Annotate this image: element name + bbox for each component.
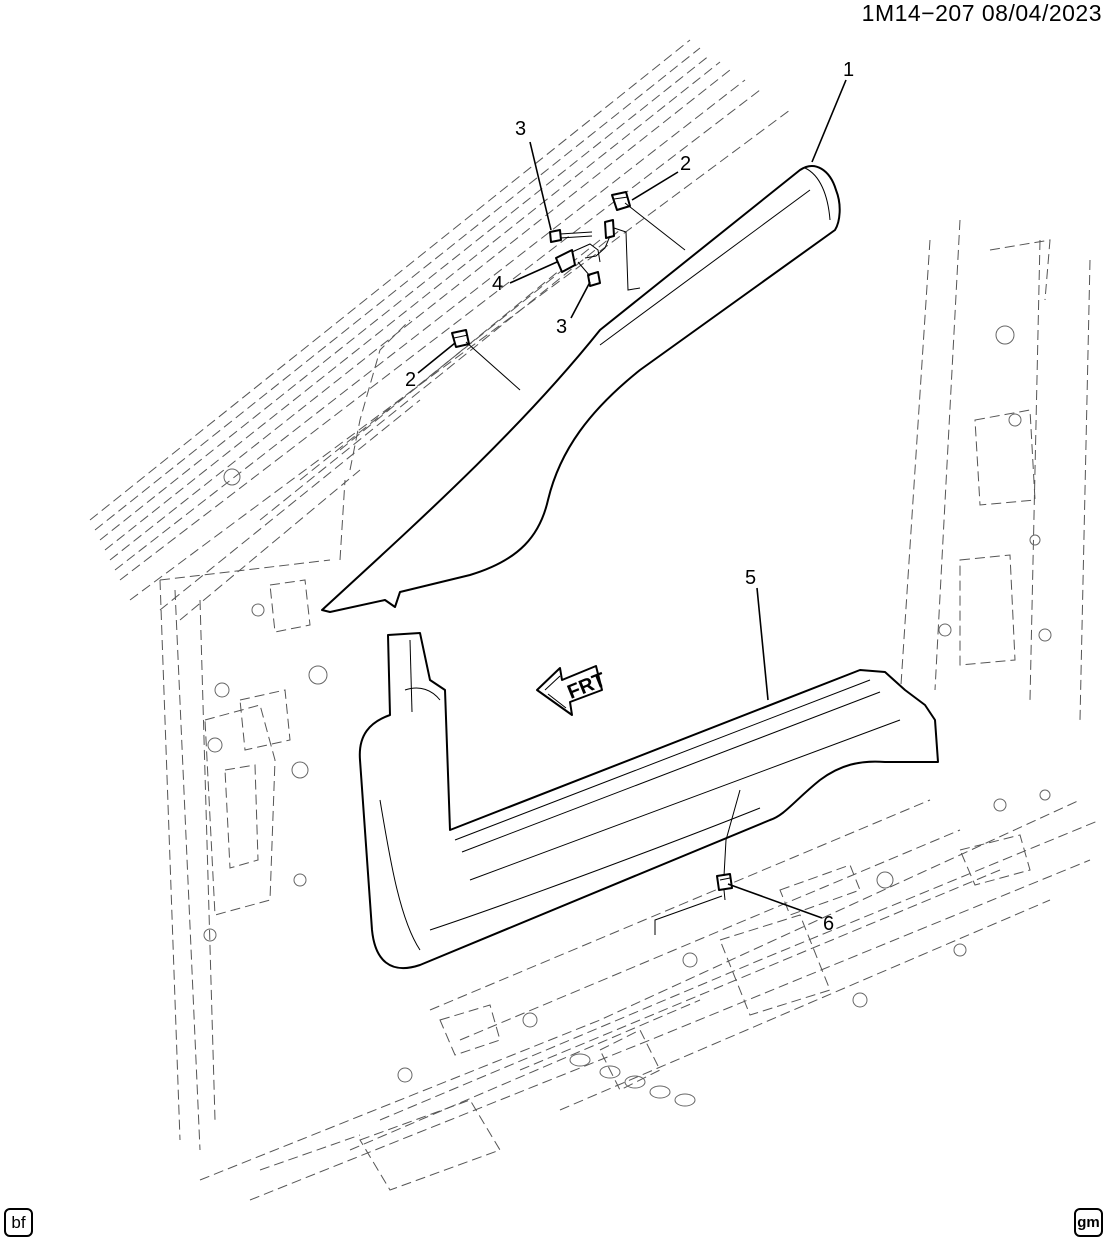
diagram-id-and-date: 1M14−207 08/04/2023 <box>861 0 1102 26</box>
front-direction-arrow: FRT <box>536 665 609 716</box>
callout-3-upper: 3 <box>515 118 526 140</box>
callout-2-lower: 2 <box>405 369 416 391</box>
front-door-sill-plate <box>358 632 939 970</box>
exploded-view-lines <box>465 202 741 935</box>
callout-labels: 1 2 2 3 3 4 5 6 <box>405 59 854 935</box>
fasteners <box>451 191 733 891</box>
vehicle-body-structure <box>89 39 1101 1201</box>
callout-3-lower: 3 <box>556 316 567 338</box>
bf-badge: bf <box>4 1208 33 1237</box>
callout-1: 1 <box>843 59 854 81</box>
callout-2-upper: 2 <box>680 153 691 175</box>
gm-logo-badge: gm <box>1074 1208 1103 1237</box>
frt-label: FRT <box>564 669 608 704</box>
callout-5: 5 <box>745 567 756 589</box>
callout-6: 6 <box>823 913 834 935</box>
windshield-pillar-garnish-molding <box>321 165 841 613</box>
callout-4: 4 <box>492 273 503 295</box>
callout-leaders <box>417 79 847 919</box>
